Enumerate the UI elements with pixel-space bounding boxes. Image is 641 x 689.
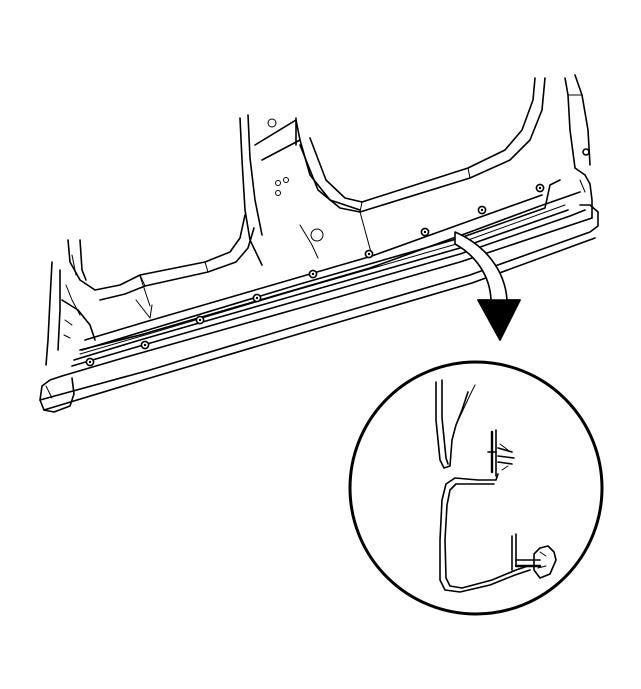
fastener xyxy=(582,148,590,156)
fastener xyxy=(252,293,262,303)
callout-arrow xyxy=(454,231,521,341)
body-side-structure xyxy=(45,74,591,366)
fastener xyxy=(140,340,150,350)
fastener xyxy=(420,227,430,237)
fastener xyxy=(477,205,487,215)
molding-fasteners xyxy=(85,148,590,367)
detail-circle xyxy=(348,360,604,616)
fastener xyxy=(85,357,95,367)
fastener xyxy=(195,315,205,325)
fastener xyxy=(364,249,374,259)
rocker-molding xyxy=(39,174,599,413)
fastener xyxy=(308,269,318,279)
fastener xyxy=(535,183,545,193)
